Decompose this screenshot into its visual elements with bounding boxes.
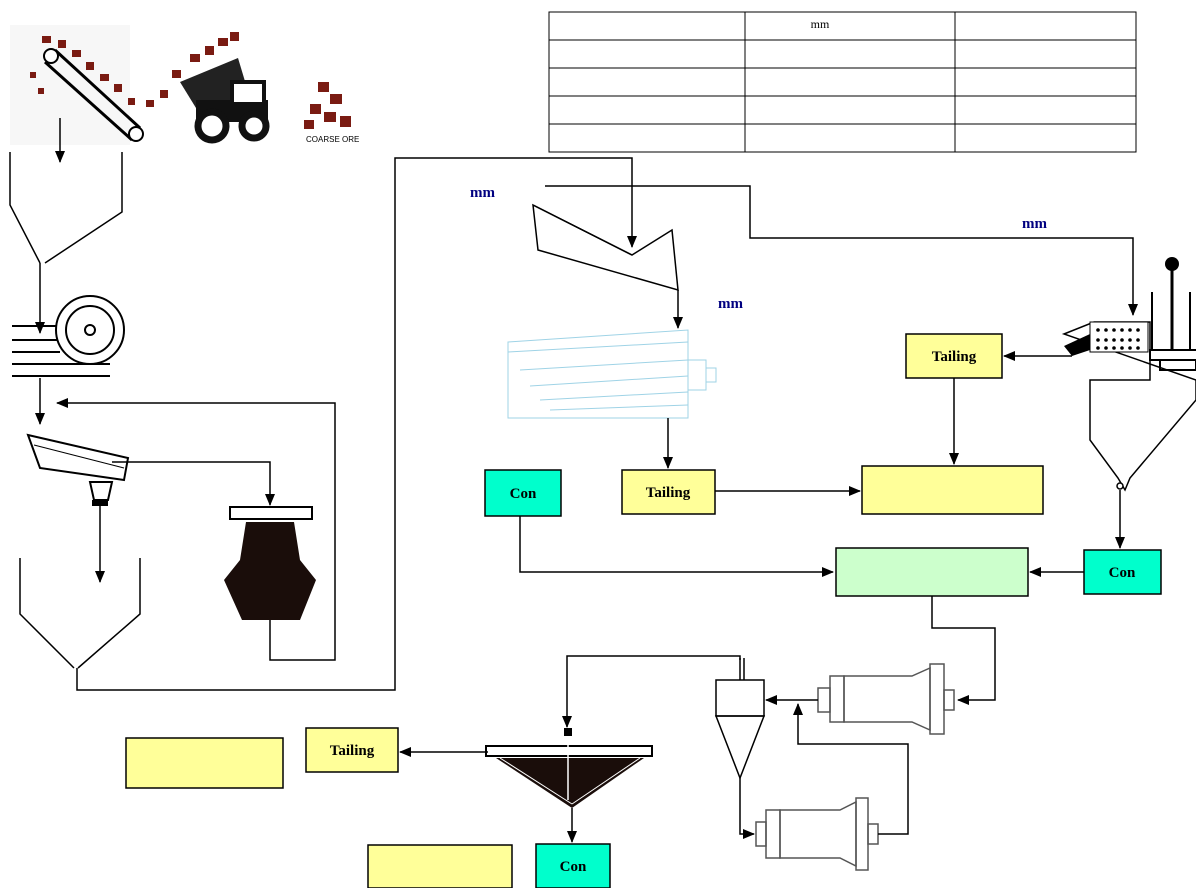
feed-hopper: [9, 152, 123, 264]
con-label-1: Con: [510, 486, 537, 502]
con-box-3: Con: [535, 843, 611, 888]
jig-icon: [1061, 257, 1196, 492]
fine-ore-bin: [19, 558, 141, 669]
ball-mill-icon-2: [755, 797, 879, 871]
con-box-2: Con: [1083, 549, 1162, 595]
ore-pile-icon: COARSE ORE: [304, 82, 359, 144]
dump-truck-icon: [172, 32, 270, 144]
tailing-box-1: Tailing: [905, 333, 1003, 379]
thickener-icon: [485, 728, 653, 808]
ball-mill-icon-1: [817, 663, 955, 735]
classifier-size-label: mm: [718, 296, 743, 312]
tailing-label-1: Tailing: [932, 349, 977, 365]
jaw-crusher-icon: [12, 295, 125, 377]
conveyor-icon: [10, 25, 168, 145]
tailing-label-3: Tailing: [330, 743, 375, 759]
tailing-label-2: Tailing: [646, 485, 691, 501]
tailing-box-3: Tailing: [305, 727, 399, 773]
tailing-storage-box: [861, 465, 1044, 515]
tailing-storage-box-2: [125, 737, 284, 789]
con-label-2: Con: [1109, 565, 1136, 581]
concentrate-collection-box: [835, 547, 1029, 597]
table-header-cell-2: mm: [811, 17, 830, 31]
con-label-3: Con: [560, 859, 587, 875]
coarse-ore-label: COARSE ORE: [306, 135, 359, 144]
hydrocyclone-icon: [714, 658, 766, 781]
data-table: mm: [548, 11, 1137, 153]
con-box-1: Con: [484, 469, 562, 517]
jig-feed-size-label: mm: [1022, 216, 1047, 232]
screen-size-label: mm: [470, 185, 495, 201]
concentrate-storage-box: [367, 844, 513, 888]
tailing-box-2: Tailing: [621, 469, 716, 515]
cone-crusher-icon: [224, 506, 316, 620]
screen-icon: [532, 203, 679, 292]
feeder-icon: [26, 433, 130, 506]
spiral-classifier-icon: [507, 329, 717, 419]
